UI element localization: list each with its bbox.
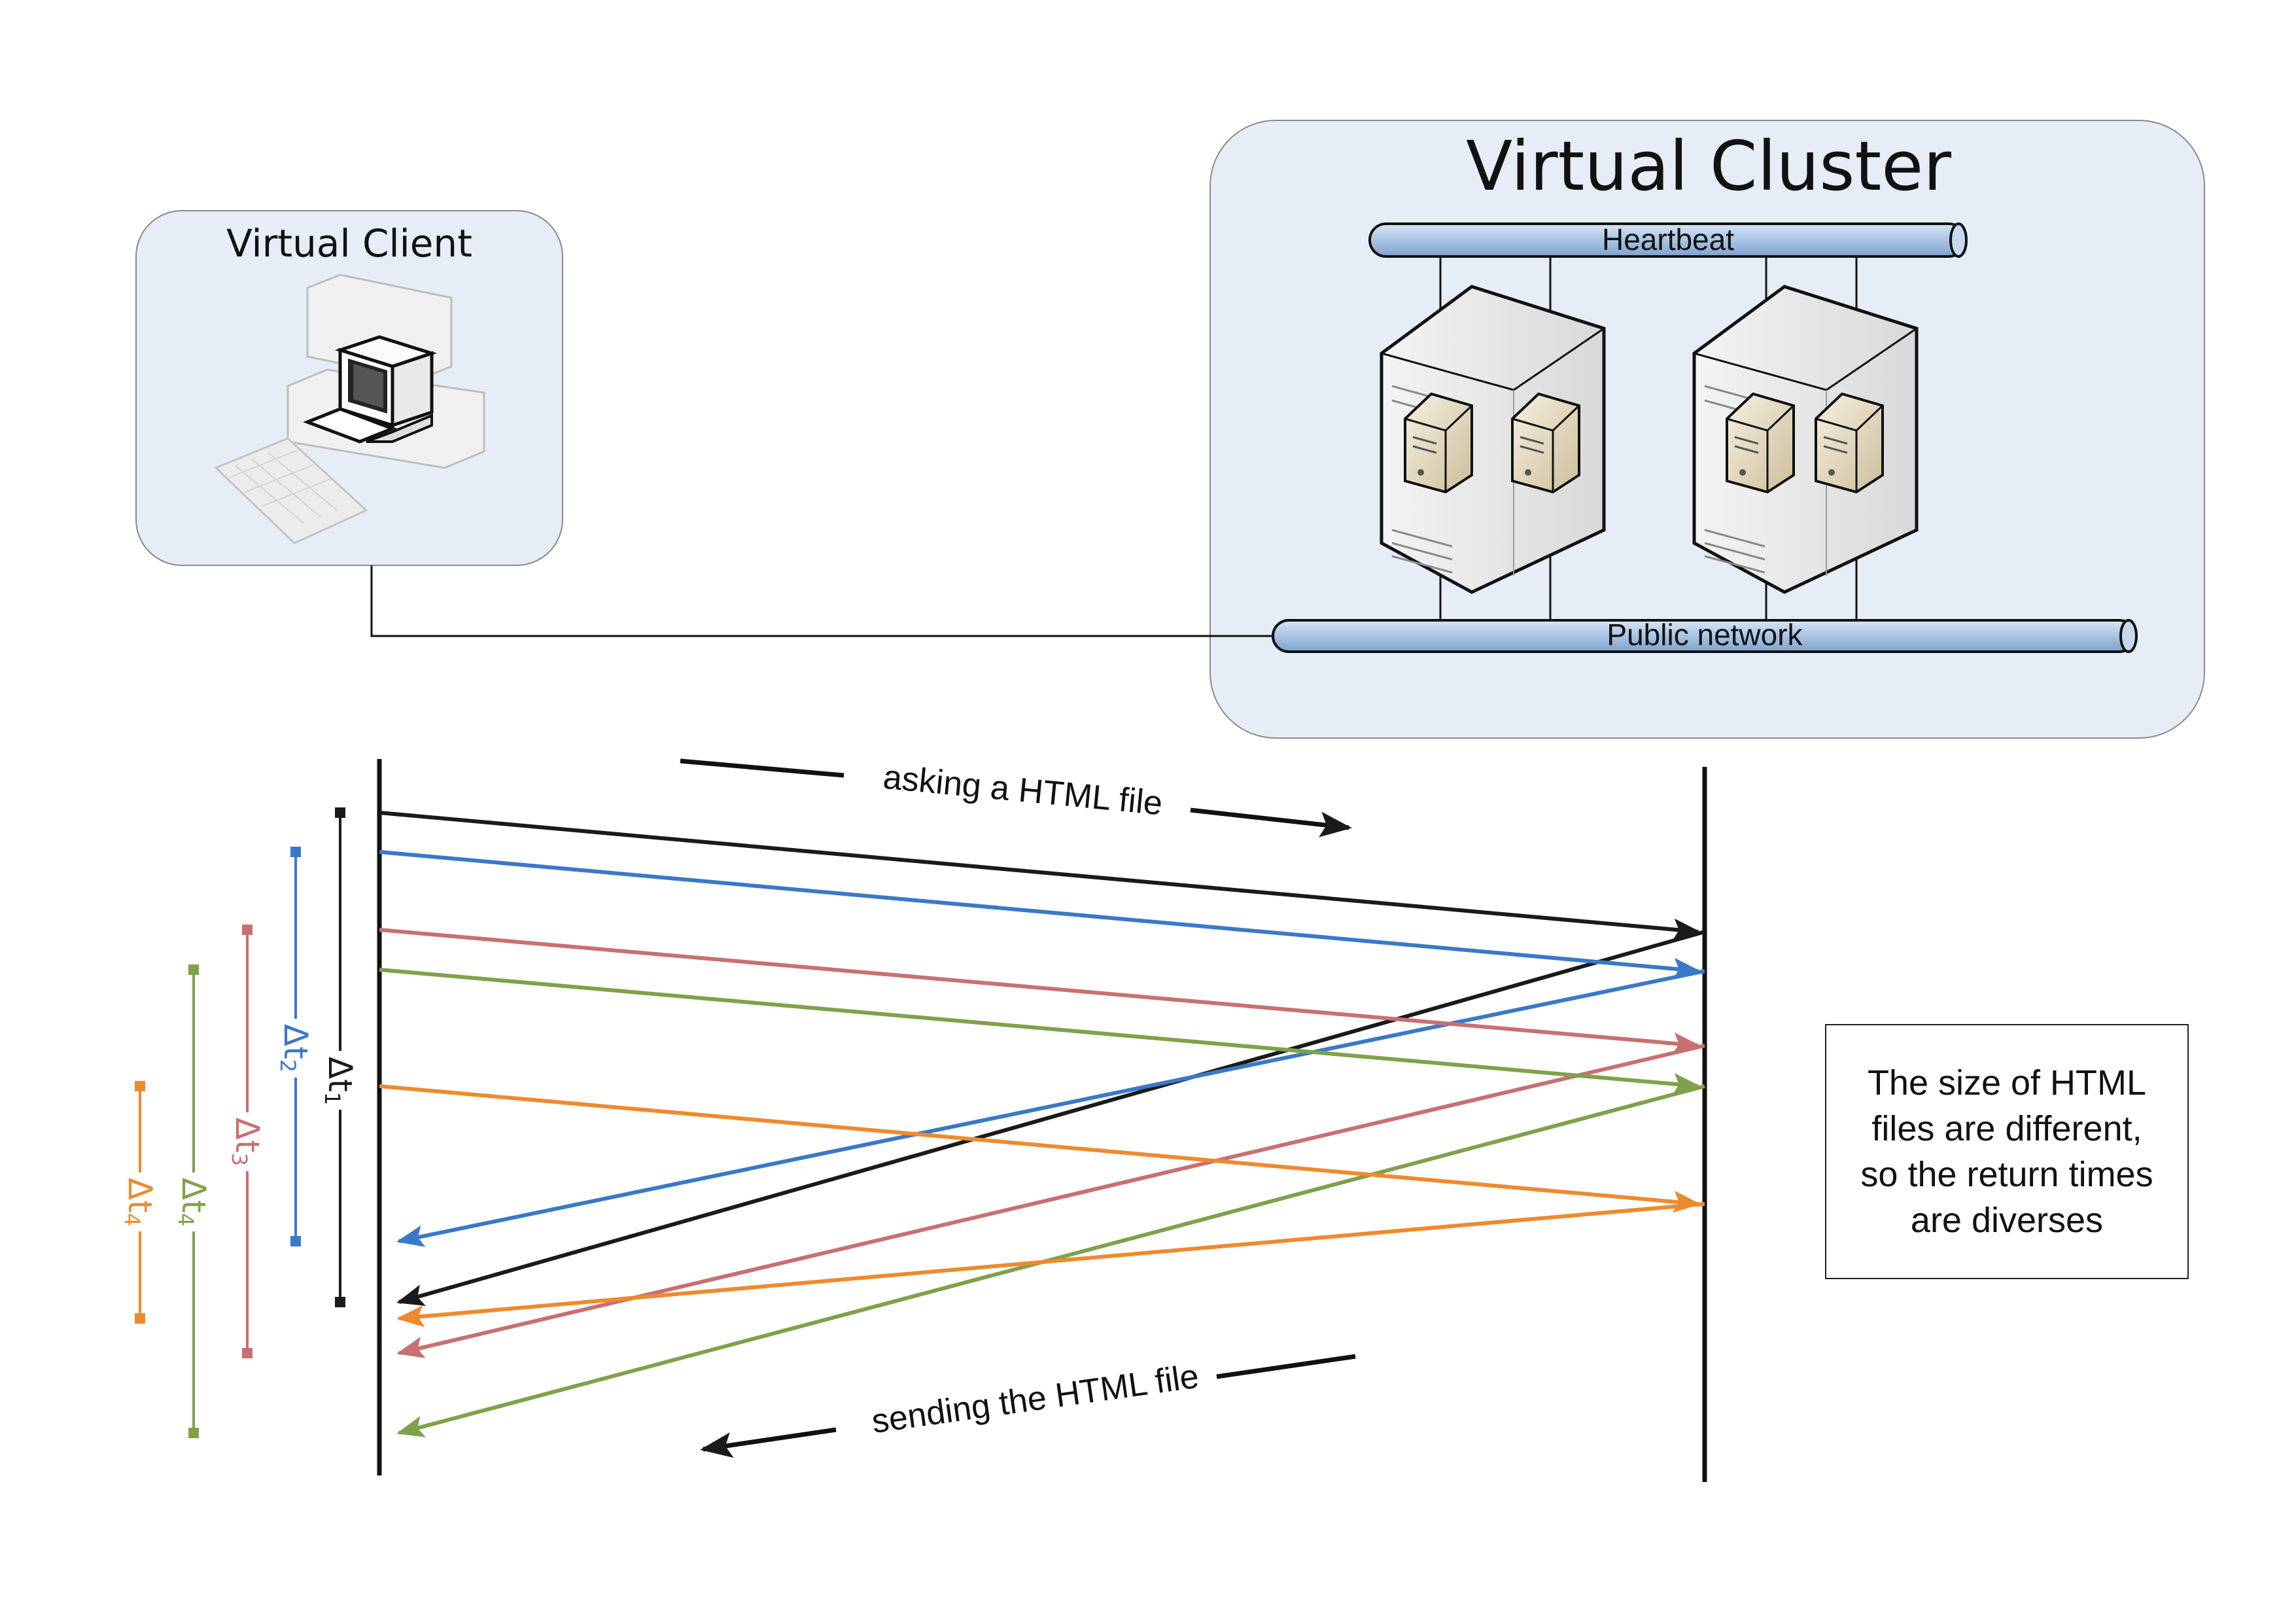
server-tower-icon (1692, 285, 1919, 594)
client-network-link (370, 565, 1273, 637)
virtual-cluster-panel: Virtual Cluster Heartbeat (1209, 120, 2205, 739)
delta-t4-green-symbol: Δt (175, 1178, 213, 1213)
note-line: are diverses (1910, 1201, 2104, 1240)
request-arrow-green (379, 968, 1701, 1095)
delta-t2-sub: 2 (275, 1059, 300, 1072)
request-arrow-red (379, 928, 1701, 1055)
delta-t4-orange-symbol: Δt (121, 1178, 159, 1213)
svg-text:Δt4: Δt4 (120, 1178, 159, 1226)
heartbeat-label: Heartbeat (1602, 222, 1734, 256)
virtual-cluster-title: Virtual Cluster (1466, 126, 1951, 206)
public-network-bus: Public network (1272, 618, 2138, 653)
svg-text:Δt1: Δt1 (320, 1057, 359, 1105)
virtual-client-title: Virtual Client (226, 221, 472, 266)
note-line: The size of HTML (1867, 1063, 2147, 1103)
request-arrow-black (379, 811, 1701, 941)
delta-t1-sub: 1 (320, 1092, 345, 1105)
response-arrow-black (396, 930, 1705, 1306)
response-arrow-blue (396, 969, 1705, 1247)
virtual-client-panel: Virtual Client (135, 210, 563, 566)
note-line: files are different, (1871, 1109, 2142, 1148)
heartbeat-bus: Heartbeat (1368, 222, 1968, 258)
request-direction-arrow (680, 758, 844, 778)
delta-t4-orange-sub: 4 (120, 1213, 145, 1226)
workstation-icon (214, 274, 485, 544)
svg-text:Δt2: Δt2 (275, 1024, 315, 1072)
svg-text:Δt3: Δt3 (227, 1118, 266, 1166)
virtual-server-icon (1815, 392, 1884, 494)
server-tower-icon (1380, 285, 1606, 594)
virtual-server-icon (1726, 392, 1795, 494)
response-arrow-red (396, 1044, 1705, 1358)
note-line: so the return times (1860, 1155, 2153, 1194)
response-arrow-orange (396, 1202, 1705, 1328)
delta-t4-green-bracket: Δt4 (173, 964, 213, 1438)
response-direction-arrow (700, 1427, 837, 1458)
response-direction-arrow (1216, 1354, 1356, 1379)
delta-t3-symbol: Δt (228, 1118, 266, 1153)
request-direction-arrow (1190, 807, 1352, 838)
request-label: asking a HTML file (882, 758, 1164, 823)
delta-t2-symbol: Δt (277, 1024, 315, 1059)
public-network-label: Public network (1607, 618, 1803, 652)
virtual-server-icon (1404, 392, 1473, 494)
delta-t1-symbol: Δt (321, 1057, 359, 1092)
delta-t1-bracket: Δt1 (320, 807, 359, 1307)
request-arrow-orange (379, 1084, 1701, 1213)
note-box: The size of HTML files are different, so… (1825, 1024, 2189, 1279)
response-label: sending the HTML file (869, 1357, 1201, 1441)
svg-text:Δt4: Δt4 (173, 1178, 213, 1226)
virtual-server-icon (1511, 392, 1580, 494)
delta-t3-bracket: Δt3 (227, 925, 266, 1358)
delta-t3-sub: 3 (227, 1153, 252, 1166)
delta-t4-orange-bracket: Δt4 (120, 1081, 159, 1324)
sequence-diagram: asking a HTML file sending the HTML file… (120, 758, 1707, 1482)
delta-t2-bracket: Δt2 (275, 847, 315, 1246)
request-arrow-blue (379, 850, 1701, 980)
delta-t4-green-sub: 4 (173, 1213, 198, 1226)
